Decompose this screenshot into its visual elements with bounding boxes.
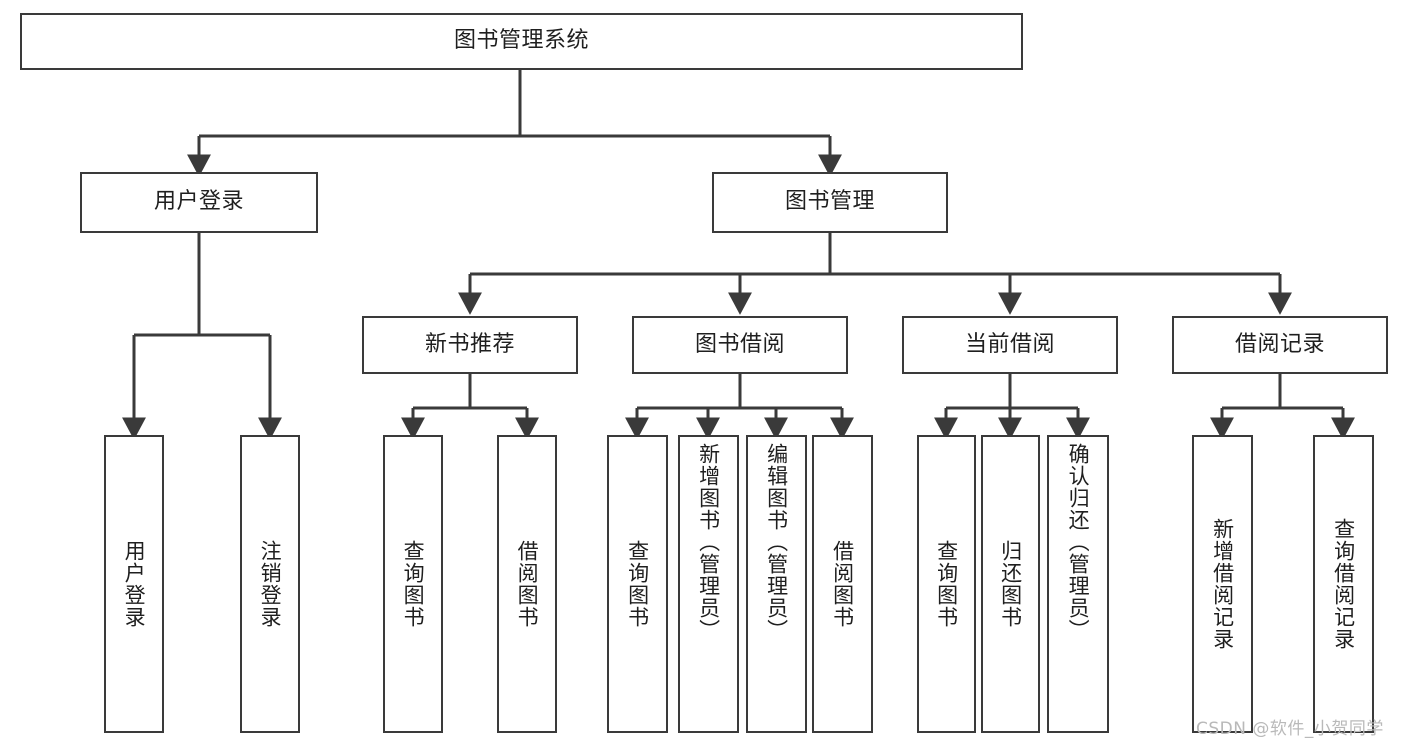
node-leaf-user-logout[interactable]: 注销登录 <box>240 435 300 733</box>
node-book-manage-label: 图书管理 <box>784 189 875 215</box>
node-leaf-confirm-return-label: 确认归还（管理员） <box>1066 443 1091 641</box>
node-leaf-user-login[interactable]: 用户登录 <box>104 435 164 733</box>
node-leaf-query-book-3-label: 查询图书 <box>934 540 959 628</box>
node-leaf-borrow-book-2[interactable]: 借阅图书 <box>812 435 873 733</box>
node-leaf-user-login-label: 用户登录 <box>122 540 147 628</box>
node-leaf-query-record-label: 查询借阅记录 <box>1331 518 1356 650</box>
node-leaf-add-book[interactable]: 新增图书（管理员） <box>678 435 739 733</box>
node-leaf-return-book[interactable]: 归还图书 <box>981 435 1040 733</box>
node-root[interactable]: 图书管理系统 <box>20 13 1023 70</box>
node-book-manage[interactable]: 图书管理 <box>712 172 948 233</box>
node-leaf-add-book-label: 新增图书（管理员） <box>696 443 721 641</box>
node-new-book-recommend-label: 新书推荐 <box>424 331 515 357</box>
node-user-login-label: 用户登录 <box>153 189 244 215</box>
node-current-borrow[interactable]: 当前借阅 <box>902 316 1118 374</box>
node-leaf-borrow-book-2-label: 借阅图书 <box>830 540 855 628</box>
node-leaf-add-record-label: 新增借阅记录 <box>1210 518 1235 650</box>
node-leaf-confirm-return[interactable]: 确认归还（管理员） <box>1047 435 1109 733</box>
node-leaf-query-book-3[interactable]: 查询图书 <box>917 435 976 733</box>
node-leaf-edit-book-label: 编辑图书（管理员） <box>764 443 789 641</box>
node-leaf-return-book-label: 归还图书 <box>998 540 1023 628</box>
node-leaf-query-book-1[interactable]: 查询图书 <box>383 435 443 733</box>
node-new-book-recommend[interactable]: 新书推荐 <box>362 316 578 374</box>
node-user-login[interactable]: 用户登录 <box>80 172 318 233</box>
node-borrow-record[interactable]: 借阅记录 <box>1172 316 1388 374</box>
node-leaf-query-record[interactable]: 查询借阅记录 <box>1313 435 1374 733</box>
node-root-label: 图书管理系统 <box>453 28 589 54</box>
node-current-borrow-label: 当前借阅 <box>964 331 1055 357</box>
node-book-borrow[interactable]: 图书借阅 <box>632 316 848 374</box>
node-leaf-borrow-book-1-label: 借阅图书 <box>515 540 540 628</box>
node-leaf-user-logout-label: 注销登录 <box>258 540 283 628</box>
node-leaf-query-book-2[interactable]: 查询图书 <box>607 435 668 733</box>
node-book-borrow-label: 图书借阅 <box>694 331 785 357</box>
node-borrow-record-label: 借阅记录 <box>1234 331 1325 357</box>
node-leaf-query-book-2-label: 查询图书 <box>625 540 650 628</box>
node-leaf-add-record[interactable]: 新增借阅记录 <box>1192 435 1253 733</box>
csdn-watermark: CSDN @软件_小贺同学 <box>1196 719 1384 739</box>
node-leaf-query-book-1-label: 查询图书 <box>401 540 426 628</box>
node-leaf-borrow-book-1[interactable]: 借阅图书 <box>497 435 557 733</box>
node-leaf-edit-book[interactable]: 编辑图书（管理员） <box>746 435 807 733</box>
